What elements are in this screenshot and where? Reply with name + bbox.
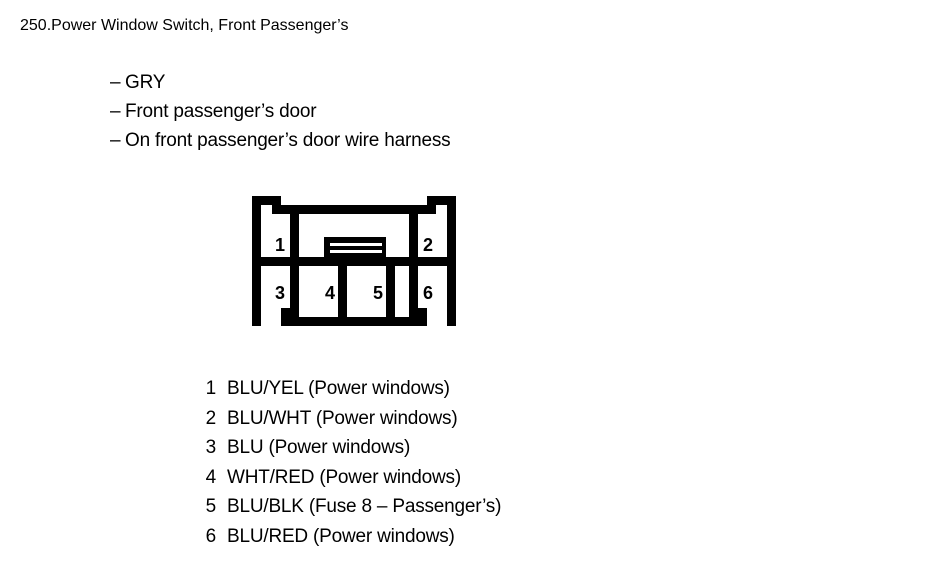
pin-number-5: 5 <box>373 283 383 303</box>
connector-outline <box>252 196 456 326</box>
pin-number-2: 2 <box>423 235 433 255</box>
dash-icon: – <box>110 72 121 93</box>
pin-number-4: 4 <box>325 283 335 303</box>
connector-diagram: 1 2 3 4 5 6 <box>250 193 460 335</box>
pin-number-3: 3 <box>275 283 285 303</box>
legend-row: 1 BLU/YEL (Power windows) <box>196 374 501 404</box>
legend-pin-number: 4 <box>205 466 217 488</box>
note-text: GRY <box>125 72 166 93</box>
latch-tab-icon <box>324 237 386 258</box>
note-item: – GRY <box>110 68 450 97</box>
page-title-number: 250. <box>20 17 52 34</box>
legend-row: 6 BLU/RED (Power windows) <box>196 522 501 552</box>
legend-pin-number: 1 <box>205 378 217 399</box>
legend-pin-label: BLU/YEL (Power windows) <box>227 378 450 399</box>
page-title-text: Power Window Switch, Front Passenger’s <box>51 17 349 34</box>
note-text: Front passenger’s door <box>125 101 317 122</box>
legend-pin-number: 3 <box>205 437 217 459</box>
pin-legend: 1 BLU/YEL (Power windows) 2 BLU/WHT (Pow… <box>196 374 502 552</box>
pin-number-6: 6 <box>423 283 433 303</box>
legend-row: 5 BLU/BLK (Fuse 8 – Passenger’s) <box>196 492 502 522</box>
dash-icon: – <box>110 101 121 122</box>
legend-row: 2 BLU/WHT (Power windows) <box>196 404 501 434</box>
notes-list: – GRY – Front passenger’s door – On fron… <box>110 68 451 155</box>
legend-pin-label: BLU/RED (Power windows) <box>227 525 455 547</box>
legend-pin-label: BLU/BLK (Fuse 8 – Passenger’s) <box>227 496 502 518</box>
note-item: – On front passenger’s door wire harness <box>110 126 451 155</box>
legend-pin-number: 2 <box>205 407 217 429</box>
legend-pin-number: 6 <box>205 525 217 547</box>
legend-pin-label: BLU/WHT (Power windows) <box>227 407 458 429</box>
note-item: – Front passenger’s door <box>110 97 450 126</box>
pin-number-1: 1 <box>275 235 285 255</box>
legend-pin-label: BLU (Power windows) <box>227 437 411 459</box>
legend-pin-label: WHT/RED (Power windows) <box>227 466 461 488</box>
legend-pin-number: 5 <box>205 496 217 518</box>
dash-icon: – <box>110 130 121 151</box>
page-title: 250. Power Window Switch, Front Passenge… <box>20 17 348 35</box>
legend-row: 4 WHT/RED (Power windows) <box>196 463 501 493</box>
note-text: On front passenger’s door wire harness <box>125 130 451 151</box>
legend-row: 3 BLU (Power windows) <box>196 433 501 463</box>
